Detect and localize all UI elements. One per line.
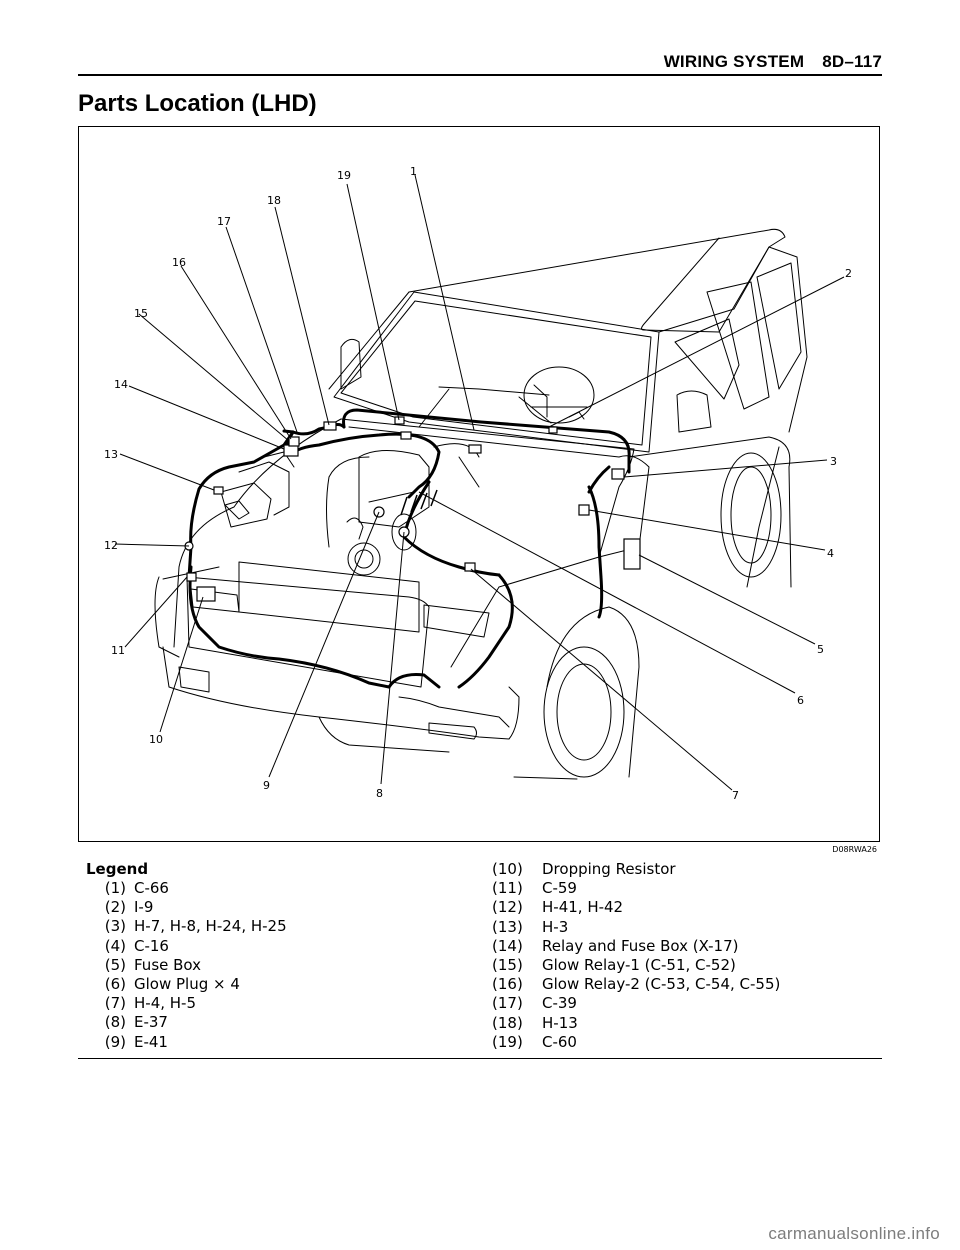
legend-item: (18)H-13 [492,1013,578,1032]
connector-h4 [464,562,476,572]
callout-10: 10 [149,733,163,746]
callout-3: 3 [830,455,837,468]
connector-i9 [548,426,558,434]
vehicle-wiring-diagram: 1 2 3 4 5 6 7 8 9 10 11 12 13 14 15 16 1… [104,165,852,802]
fuse-box [623,538,641,570]
header-rule [78,74,882,76]
callout-12: 12 [104,539,118,552]
page-title: Parts Location (LHD) [78,90,317,117]
legend-item: (4)C-16 [104,936,169,955]
legend-item: (16)Glow Relay-2 (C-53, C-54, C-55) [492,975,781,994]
connector-c16 [578,504,590,516]
bottom-rule [78,1058,882,1059]
legend-item: (13)H-3 [492,917,569,936]
connector-c66 [400,431,412,440]
connector-c59 [186,572,197,582]
legend-item: (12)H-41, H-42 [492,898,624,917]
page-header: WIRING SYSTEM 8D–117 [78,52,882,74]
callout-16: 16 [172,256,186,269]
figure-id: D08RWA26 [832,845,877,854]
legend-right-column: (10)Dropping Resistor (11)C-59 (12)H-41,… [492,860,780,1052]
legend-item: (14)Relay and Fuse Box (X-17) [492,936,739,955]
callout-6: 6 [797,694,804,707]
watermark: carmanualsonline.info [768,1224,940,1243]
legend-item: (15)Glow Relay-1 (C-51, C-52) [492,955,736,974]
legend-item: (5)Fuse Box [104,955,202,974]
callout-18: 18 [267,194,281,207]
connector-h7 [611,468,625,480]
callout-9: 9 [263,779,270,792]
connector-h3 [213,486,224,495]
connector-h13 [323,421,337,431]
legend-item: (7)H-4, H-5 [104,994,197,1013]
callout-1: 1 [410,165,417,178]
glow-relay-2 [288,436,300,447]
legend-left-column: Legend (1)C-66 (2)I-9 (3)H-7, H-8, H-24,… [86,860,287,1052]
legend-item: (10)Dropping Resistor [492,860,676,878]
parts-location-figure: 1 2 3 4 5 6 7 8 9 10 11 12 13 14 15 16 1… [78,126,880,854]
legend-item: (2)I-9 [104,898,154,917]
legend-item: (8)E-37 [104,1013,168,1032]
legend-item: (9)E-41 [104,1032,168,1051]
callout-4: 4 [827,547,834,560]
legend-item: (17)C-39 [492,994,577,1013]
callout-8: 8 [376,787,383,800]
glow-relay-1 [283,444,299,457]
legend-item: (6)Glow Plug × 4 [104,974,240,993]
callout-14: 14 [114,378,128,391]
dropping-resistor [196,586,216,602]
page-number: 8D–117 [822,52,882,71]
callout-17: 17 [217,215,231,228]
callout-2: 2 [845,267,852,280]
callout-19: 19 [337,169,351,182]
connector-c66-b [468,444,482,454]
legend-item: (11)C-59 [492,879,577,898]
legend-item: (1)C-66 [104,879,169,897]
callout-5: 5 [817,643,824,656]
connector-c60 [394,416,405,425]
callout-13: 13 [104,448,118,461]
legend-item: (3)H-7, H-8, H-24, H-25 [104,917,287,936]
callout-15: 15 [134,307,148,320]
legend-title: Legend [86,860,149,878]
legend-item: (19)C-60 [492,1032,577,1051]
section-title: WIRING SYSTEM [663,52,805,71]
callout-7: 7 [732,789,739,802]
callout-11: 11 [111,644,125,657]
